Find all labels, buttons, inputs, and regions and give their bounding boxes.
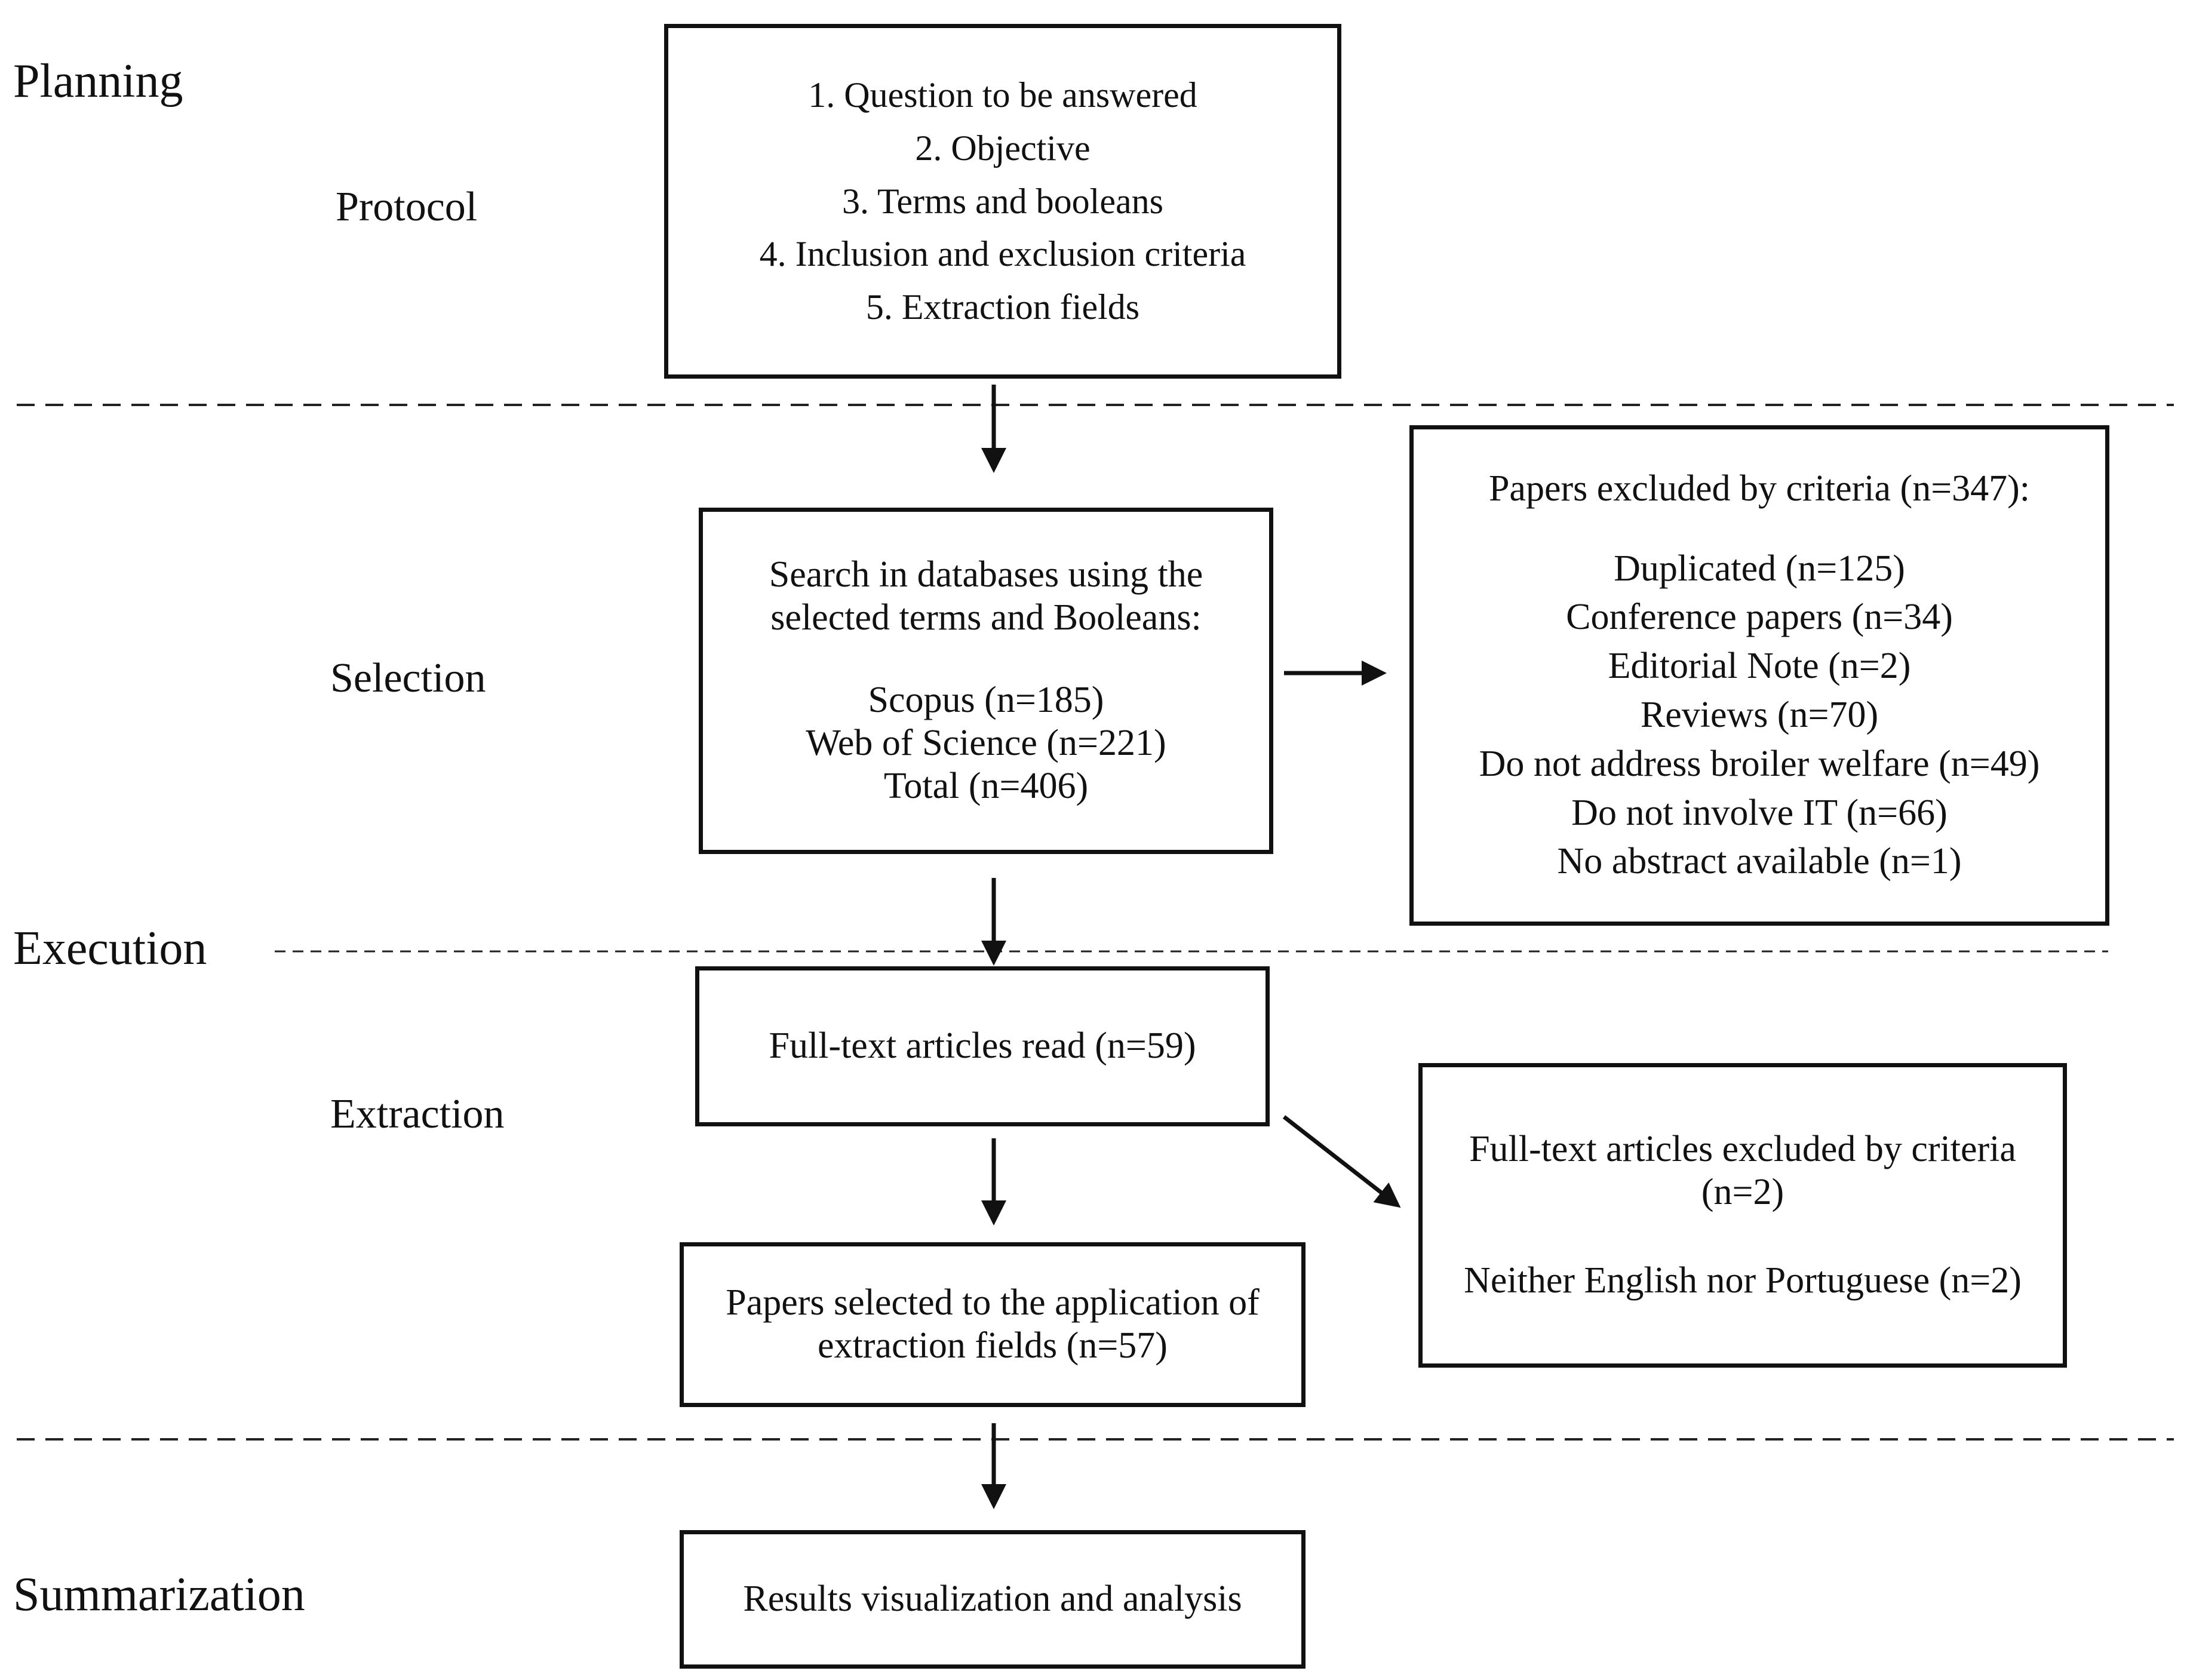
fulltext-excluded-box: Full-text articles excluded by criteria … [1418,1063,2067,1368]
protocol-item-terms: 3. Terms and booleans [842,181,1163,221]
excluded-heading: Papers excluded by criteria (n=347): [1488,468,2031,509]
protocol-item-objective: 2. Objective [915,128,1091,168]
search-count-scopus: Scopus (n=185) [868,680,1104,721]
step-label-extraction: Extraction [330,1091,505,1137]
excluded-item-conference-papers: Conference papers (n=34) [1566,597,1953,638]
search-count-web-of-science: Web of Science (n=221) [806,722,1166,763]
fulltext-read-text: Full-text articles read (n=59) [769,1025,1196,1067]
database-search-box: Search in databases using the selected t… [699,508,1273,854]
protocol-item-question: 1. Question to be answered [808,75,1197,115]
search-count-total: Total (n=406) [883,765,1089,806]
fulltext-excluded-heading-line-1: Full-text articles excluded by criteria [1469,1129,2016,1170]
search-heading-line-2: selected terms and Booleans: [770,597,1202,638]
papers-selected-line-1: Papers selected to the application of [726,1282,1260,1323]
fulltext-read-box: Full-text articles read (n=59) [695,966,1270,1126]
papers-excluded-box: Papers excluded by criteria (n=347): Dup… [1409,425,2109,926]
protocol-box: 1. Question to be answered 2. Objective … [664,24,1341,379]
search-heading-line-1: Search in databases using the [769,554,1203,595]
arrow-fulltext-to-fulltext-excluded [1282,1115,1401,1208]
protocol-item-extraction-fields: 5. Extraction fields [865,287,1140,327]
excluded-item-no-abstract: No abstract available (n=1) [1557,841,1962,882]
fulltext-excluded-item-language: Neither English nor Portuguese (n=2) [1464,1260,2022,1301]
excluded-item-editorial-note: Editorial Note (n=2) [1608,646,1911,687]
step-label-protocol: Protocol [336,184,478,230]
phase-label-execution: Execution [13,922,207,975]
excluded-item-broiler-welfare: Do not address broiler welfare (n=49) [1479,743,2040,784]
phase-label-summarization: Summarization [13,1568,305,1621]
excluded-item-no-it: Do not involve IT (n=66) [1571,792,1948,833]
excluded-item-duplicated: Duplicated (n=125) [1614,548,1905,589]
results-text: Results visualization and analysis [743,1578,1242,1620]
phase-label-planning: Planning [13,55,183,108]
papers-selected-line-2: extraction fields (n=57) [818,1325,1168,1366]
protocol-item-criteria: 4. Inclusion and exclusion criteria [759,234,1246,274]
step-label-selection: Selection [330,655,486,701]
papers-selected-box: Papers selected to the application of ex… [680,1242,1306,1407]
excluded-item-reviews: Reviews (n=70) [1640,695,1879,735]
results-box: Results visualization and analysis [680,1530,1306,1669]
fulltext-excluded-heading-line-2: (n=2) [1701,1172,1784,1213]
